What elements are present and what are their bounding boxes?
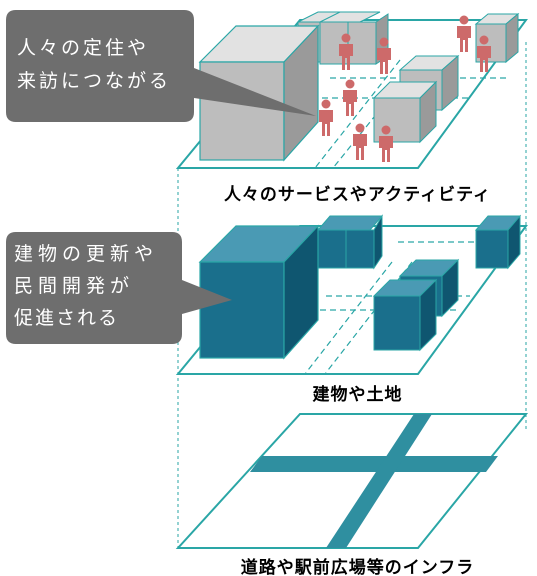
person-icon bbox=[377, 37, 391, 74]
person-icon bbox=[353, 123, 367, 160]
layer-connectors bbox=[177, 42, 527, 548]
middle-mid-buildings bbox=[372, 258, 460, 352]
middle-large-building bbox=[198, 224, 320, 360]
callout-bubble-top bbox=[6, 10, 316, 122]
person-icon bbox=[319, 99, 333, 136]
top-layer bbox=[175, 11, 528, 169]
person-icon bbox=[457, 15, 471, 52]
callout-middle-line-3: 促進される bbox=[14, 307, 120, 329]
callout-bubble-middle bbox=[6, 232, 232, 344]
person-icon bbox=[379, 125, 393, 162]
callout-middle-line-1: 建物の更新や bbox=[14, 243, 159, 265]
callout-text-middle: 建物の更新や 民間開発が 促進される bbox=[14, 238, 158, 334]
person-icon bbox=[339, 33, 353, 70]
road-vertical bbox=[326, 414, 432, 548]
bottom-plane bbox=[175, 413, 529, 549]
callout-top-line-1: 人々の定住や bbox=[17, 37, 150, 59]
people-figures bbox=[319, 15, 491, 162]
callout-top-line-2: 来訪につながる bbox=[17, 70, 172, 92]
middle-layer bbox=[175, 214, 528, 375]
top-large-building bbox=[198, 24, 320, 162]
bottom-layer bbox=[175, 413, 529, 549]
road-horizontal bbox=[250, 456, 498, 472]
layer-label-top: 人々のサービスやアクティビティ bbox=[223, 185, 492, 205]
top-mid-buildings bbox=[372, 54, 460, 144]
callout-text-top: 人々の定住や 来訪につながる bbox=[17, 32, 171, 98]
person-icon bbox=[343, 79, 357, 116]
callout-middle-line-2: 民間開発が bbox=[14, 275, 135, 297]
layer-label-bottom: 道路や駅前広場等のインフラ bbox=[240, 558, 475, 576]
layer-label-middle: 建物や土地 bbox=[312, 385, 403, 405]
person-icon bbox=[477, 35, 491, 72]
